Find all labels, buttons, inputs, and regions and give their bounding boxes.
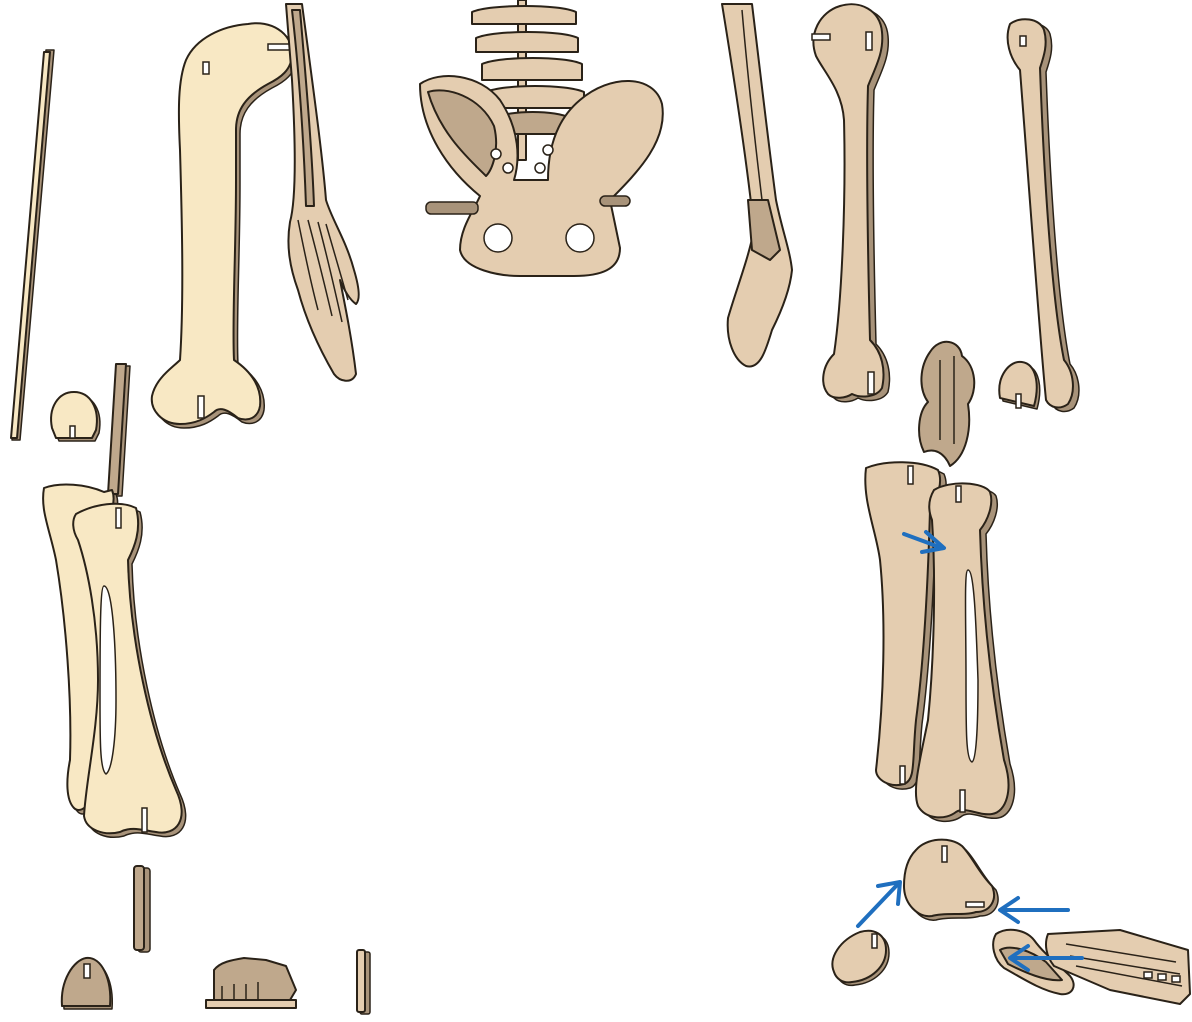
left-toes (206, 958, 296, 1008)
right-humerus (1008, 19, 1079, 411)
left-small-strip (357, 950, 370, 1014)
right-heel-piece (832, 931, 889, 986)
right-patella-cluster (919, 342, 974, 466)
right-lower-leg (865, 462, 1014, 821)
arrow-to-talus (858, 882, 900, 926)
left-patella-piece (51, 392, 100, 441)
arrow-to-talus-slot (1000, 898, 1068, 922)
right-talus-piece (904, 840, 998, 921)
left-fibula-post (108, 364, 130, 496)
left-lower-leg (43, 485, 186, 838)
left-arm (286, 4, 359, 381)
right-arm (722, 4, 792, 367)
left-thin-rod (11, 50, 54, 440)
left-talus-piece (62, 958, 112, 1009)
spine-and-pelvis (420, 0, 663, 276)
left-ankle-pin (134, 866, 150, 952)
left-leg-parts (11, 4, 370, 1014)
right-femur (812, 4, 890, 402)
right-patella-piece (999, 362, 1039, 409)
left-femur (152, 23, 296, 428)
